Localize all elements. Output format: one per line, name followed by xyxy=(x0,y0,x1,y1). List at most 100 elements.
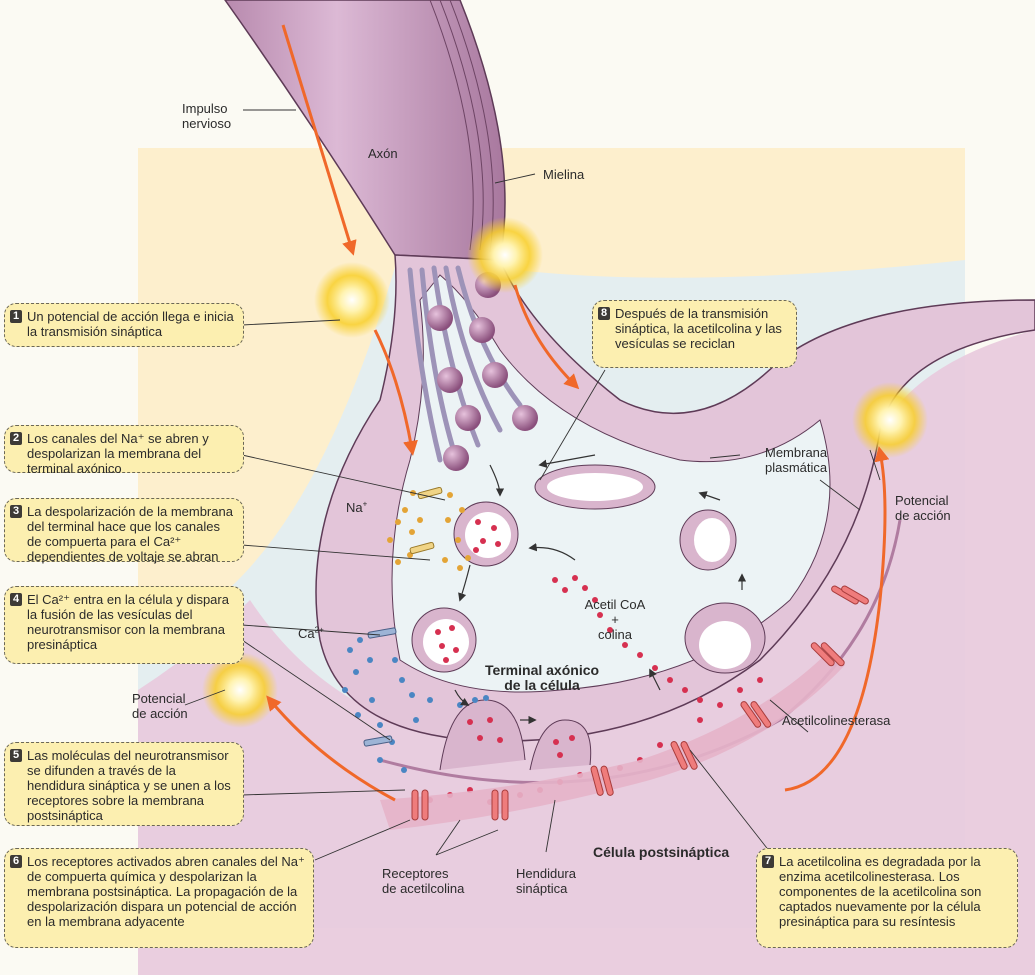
step-callout-3: 3 La despolarización de la membrana del … xyxy=(4,498,244,564)
acetylcholine-molecule xyxy=(439,643,445,649)
label-synaptic-cleft: Hendidura sináptica xyxy=(516,866,576,896)
sodium-ion xyxy=(455,537,461,543)
calcium-ion xyxy=(369,697,375,703)
acetylcholine-molecule xyxy=(562,587,568,593)
acetylcholine-molecule xyxy=(497,737,503,743)
step-text: Las moléculas del neurotransmisor se dif… xyxy=(27,748,231,823)
choline-text: colina xyxy=(598,627,632,642)
step-text: Un potencial de acción llega e inicia la… xyxy=(27,309,234,339)
acetylcholine-molecule xyxy=(737,687,743,693)
calcium-ion xyxy=(401,767,407,773)
sodium-ion xyxy=(395,559,401,565)
label-myelin: Mielina xyxy=(543,167,585,182)
sodium-ion xyxy=(457,565,463,571)
calcium-ion xyxy=(347,647,353,653)
step-number: 1 xyxy=(10,310,22,323)
action-potential-glow xyxy=(852,382,928,458)
label-action-potential-left: Potencial de acción xyxy=(132,691,188,721)
step-callout-4: 4 El Ca²⁺ entra en la célula y dispara l… xyxy=(4,586,244,664)
acetylcholine-molecule xyxy=(569,735,575,741)
sodium-ion xyxy=(402,507,408,513)
sodium-ion xyxy=(417,517,423,523)
sodium-ions xyxy=(387,490,471,571)
acetylcholine-molecule xyxy=(637,652,643,658)
calcium-ions xyxy=(342,637,489,773)
vesicle-recycling xyxy=(411,464,766,771)
label-impulse: Impulso nervioso xyxy=(182,101,232,131)
acetylcholine-receptors xyxy=(411,585,869,821)
step-text: La acetilcolina es degradada por la enzi… xyxy=(779,854,982,929)
acetylcholine-molecule xyxy=(682,687,688,693)
acetylcholine-molecule xyxy=(597,612,603,618)
label-ach-receptors: Receptores de acetilcolina xyxy=(382,866,465,896)
label-postsynaptic-cell: Célula postsináptica xyxy=(593,844,730,860)
acetylcholine-molecule xyxy=(607,627,613,633)
acetylcholine-molecule xyxy=(582,585,588,591)
step-number: 5 xyxy=(10,749,22,762)
sodium-ion xyxy=(459,507,465,513)
sodium-ion xyxy=(442,557,448,563)
acetylcholine-molecule xyxy=(495,541,501,547)
label-acetyl-coa-choline: Acetil CoA + colina xyxy=(570,597,660,642)
step-callout-1: 1 Un potencial de acción llega e inicia … xyxy=(4,303,244,347)
step-callout-2: 2 Los canales del Na⁺ se abren y despola… xyxy=(4,425,244,476)
acetylcholine-molecule xyxy=(657,742,663,748)
acetylcholine-molecule xyxy=(435,629,441,635)
calcium-ion xyxy=(353,669,359,675)
label-axon: Axón xyxy=(368,146,398,161)
postsynaptic-cell xyxy=(138,330,1035,975)
step-number: 4 xyxy=(10,593,22,606)
sodium-ion xyxy=(465,555,471,561)
step-number: 8 xyxy=(598,307,610,320)
process-arrows xyxy=(454,454,747,725)
acetylcholine-molecule xyxy=(697,717,703,723)
acetylcholine-molecule xyxy=(572,575,578,581)
calcium-ion xyxy=(472,697,478,703)
step-text: Después de la transmisión sináptica, la … xyxy=(615,306,782,351)
step-text: Los canales del Na⁺ se abren y despolari… xyxy=(27,431,209,476)
plus-text: + xyxy=(611,612,619,627)
sodium-text: Na xyxy=(346,500,363,515)
acetylcholine-molecule xyxy=(697,697,703,703)
label-action-potential-right: Potencial de acción xyxy=(895,493,951,523)
label-calcium: Ca2+ xyxy=(298,626,324,641)
label-axon-terminal: Terminal axónico de la célula xyxy=(484,662,600,693)
acetylcholine-molecule xyxy=(553,739,559,745)
step-callout-6: 6 Los receptores activados abren canales… xyxy=(4,848,314,948)
calcium-ion xyxy=(409,692,415,698)
calcium-ion xyxy=(357,637,363,643)
acetylcholine-molecule xyxy=(652,665,658,671)
acetylcholine-molecule xyxy=(622,642,628,648)
acetylcholine-molecule xyxy=(557,752,563,758)
sodium-ion xyxy=(409,529,415,535)
calcium-ion xyxy=(367,657,373,663)
acetylcholine-molecule xyxy=(480,538,486,544)
acetylcholine-molecule xyxy=(592,597,598,603)
calcium-ion xyxy=(483,695,489,701)
acetylcholine-molecule xyxy=(757,677,763,683)
calcium-superscript: 2+ xyxy=(314,625,324,635)
step-number: 3 xyxy=(10,505,22,518)
acetylcholine-molecule xyxy=(477,735,483,741)
action-potential-glow xyxy=(467,217,543,293)
acetylcholine-molecule xyxy=(449,625,455,631)
sodium-ion xyxy=(447,492,453,498)
acetylcholine-molecule xyxy=(453,647,459,653)
step-callout-7: 7 La acetilcolina es degradada por la en… xyxy=(756,848,1018,948)
calcium-ion xyxy=(413,717,419,723)
synaptic-vesicles xyxy=(427,272,538,471)
acetylcholine-molecule xyxy=(467,719,473,725)
acetylcholine-molecule xyxy=(475,519,481,525)
calcium-ion xyxy=(399,677,405,683)
calcium-ion xyxy=(377,722,383,728)
calcium-ion xyxy=(427,697,433,703)
step-number: 7 xyxy=(762,855,774,868)
step-text: Los receptores activados abren canales d… xyxy=(27,854,305,929)
acetylcholine-molecule xyxy=(552,577,558,583)
acetylcholine-molecule xyxy=(443,657,449,663)
calcium-ion xyxy=(457,702,463,708)
acetylcholine-molecule xyxy=(717,702,723,708)
acetylcholine-molecule xyxy=(473,547,479,553)
calcium-ion xyxy=(392,657,398,663)
